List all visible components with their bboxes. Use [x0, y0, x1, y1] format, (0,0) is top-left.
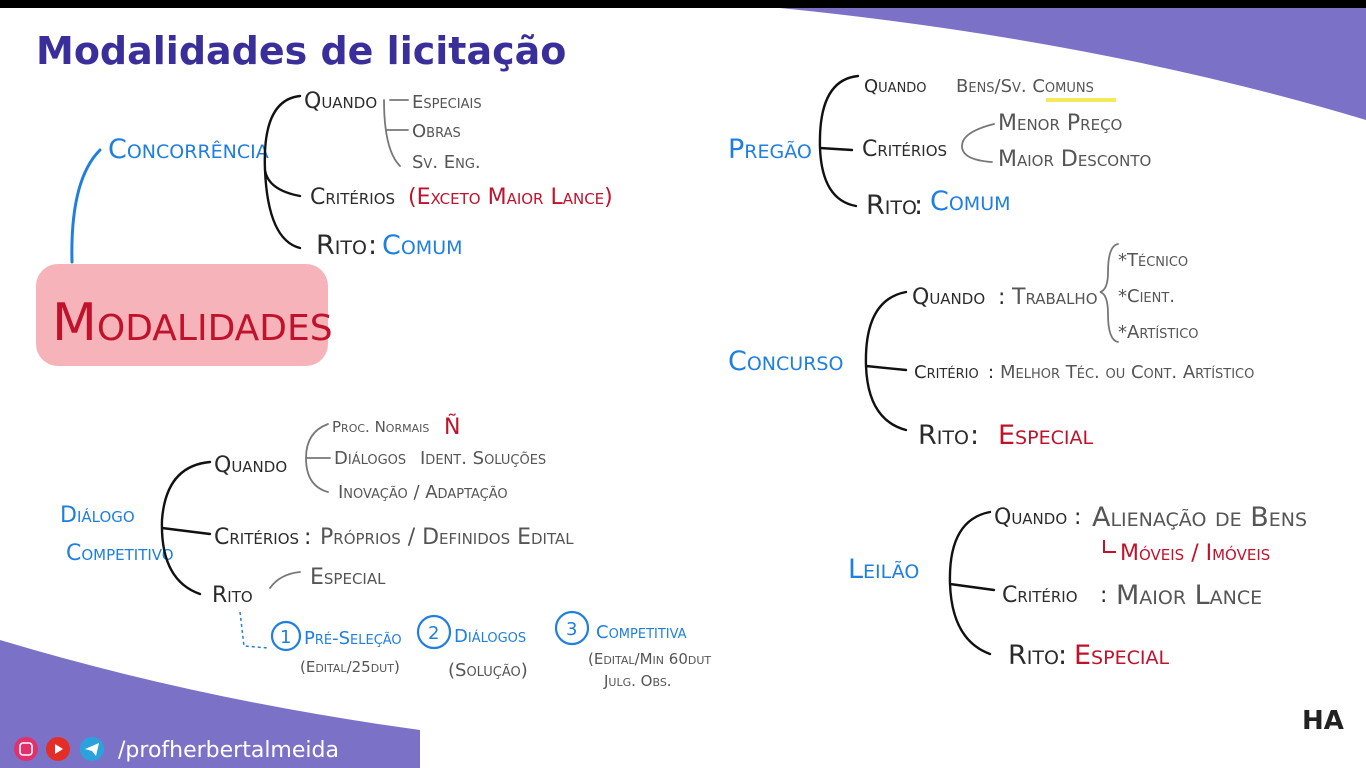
telegram-icon-glyph	[85, 743, 99, 756]
leilao-criterio: Critério	[1002, 583, 1078, 608]
pregao-rito-valor: Comum	[930, 186, 1011, 217]
concurso-quando-item-1: *Técnico	[1118, 250, 1188, 271]
instagram-icon[interactable]	[14, 737, 38, 761]
dialogo-label-line1: Diálogo	[60, 503, 135, 528]
dialogo-brace	[160, 460, 212, 596]
dialogo-label-line2: Competitivo	[66, 541, 174, 566]
concorrencia-brace	[263, 94, 302, 250]
youtube-icon-glyph	[55, 744, 63, 754]
fase-2-label: Diálogos	[454, 626, 526, 647]
fase-2-num: 2	[428, 623, 439, 644]
concurso-criterio: Critério	[914, 362, 979, 383]
page-title: Modalidades de licitação	[36, 29, 566, 73]
pregao-quando: Quando	[864, 76, 927, 97]
concorrencia-quando-branch	[383, 99, 409, 167]
bottom-band	[0, 640, 420, 768]
leilao-quando-valor: Alienação de Bens	[1092, 502, 1307, 533]
dialogo-quando-item-3: Inovação / Adaptação	[338, 482, 508, 503]
dialogo-proc-resultado: Ñ	[444, 413, 460, 440]
leilao-quando-colon: :	[1074, 505, 1081, 530]
concurso-quando: Quando	[912, 285, 985, 310]
dialogo-dialogos-resultado: Ident. Soluções	[420, 448, 546, 469]
connector-center-concorrencia	[70, 148, 102, 264]
concorrencia-rito: Rito	[316, 230, 367, 261]
concurso-quando-brace	[1099, 243, 1119, 343]
fase-3-label: Competitiva	[596, 622, 687, 643]
concorrencia-rito-colon: :	[368, 230, 377, 261]
dialogo-fases-connector	[239, 611, 269, 649]
footer-handle[interactable]: /profherbertalmeida	[118, 738, 339, 763]
concorrencia-criterios-excecao: (Exceto Maior Lance)	[408, 185, 613, 210]
dialogo-quando-item-1: Proc. Normais	[332, 418, 429, 436]
concurso-criterio-valor: Melhor Téc. ou Cont. Artístico	[1000, 362, 1254, 383]
dialogo-rito-valor: Especial	[310, 565, 386, 590]
fase-3-num: 3	[566, 619, 577, 640]
concurso-label: Concurso	[728, 346, 843, 377]
fase-3-circle	[554, 610, 590, 646]
pregao-criterio-item-1: Menor Preço	[998, 111, 1122, 136]
concurso-quando-valor: Trabalho	[1011, 285, 1098, 310]
top-band	[780, 8, 1366, 120]
pregao-rito-colon: :	[914, 190, 923, 221]
leilao-criterio-valor: Maior Lance	[1116, 580, 1262, 611]
pregao-quando-valor: Bens/Sv. Comuns	[956, 76, 1094, 97]
center-label: Modalidades	[52, 293, 333, 353]
concurso-rito: Rito	[918, 420, 969, 451]
dialogo-quando: Quando	[214, 453, 287, 478]
fase-1-num: 1	[280, 627, 291, 648]
concurso-quando-item-3: *Artístico	[1118, 322, 1199, 343]
center-highlight	[36, 264, 328, 366]
concurso-quando-item-2: *Cient.	[1118, 286, 1175, 307]
dialogo-rito-branch	[269, 571, 301, 589]
fase-2-note: (Solução)	[448, 660, 528, 681]
pregao-criterios-branch	[961, 123, 995, 163]
concurso-quando-colon: :	[998, 285, 1005, 310]
leilao-quando: Quando	[994, 505, 1067, 530]
dialogo-criterios-colon: :	[304, 525, 311, 550]
concorrencia-quando-item-1: Especiais	[412, 92, 482, 113]
fase-3-note-2: Julg. Obs.	[603, 672, 672, 690]
fase-1-label: Pré-Seleção	[304, 628, 402, 649]
concorrencia-rito-valor: Comum	[382, 230, 463, 261]
concorrencia-label: Concorrência	[108, 134, 269, 165]
concorrencia-quando-item-2: Obras	[412, 121, 461, 142]
top-black-bar	[0, 0, 1366, 8]
fase-3-note: (Edital/Min 60dut	[588, 650, 711, 668]
pregao-highlight-comuns	[1046, 98, 1116, 102]
concurso-brace	[864, 290, 908, 432]
fase-1-circle	[270, 620, 302, 652]
pregao-rito: Rito	[866, 190, 917, 221]
dialogo-quando-branch	[305, 423, 331, 493]
leilao-label: Leilão	[848, 554, 919, 585]
leilao-rito-colon: :	[1058, 640, 1067, 671]
leilao-rito: Rito	[1008, 640, 1059, 671]
concurso-rito-colon: :	[970, 420, 979, 451]
pregao-brace	[818, 74, 860, 208]
concorrencia-quando: Quando	[304, 89, 377, 114]
dialogo-criterios-valor: Próprios / Definidos Edital	[320, 525, 574, 550]
concurso-criterio-colon: :	[988, 362, 994, 383]
leilao-criterio-colon: :	[1100, 583, 1107, 608]
dialogo-criterios: Critérios	[214, 525, 299, 550]
leilao-sub-arrow	[1103, 540, 1116, 553]
concorrencia-quando-item-3: Sv. Eng.	[412, 152, 481, 173]
dialogo-rito: Rito	[212, 583, 253, 608]
pregao-label: Pregão	[728, 134, 812, 165]
pregao-criterios: Critérios	[862, 137, 947, 162]
instagram-icon-glyph	[19, 742, 33, 756]
pregao-criterio-item-2: Maior Desconto	[998, 147, 1151, 172]
dialogo-quando-item-2: Diálogos	[334, 448, 406, 469]
brand-logo: HA	[1302, 706, 1344, 736]
leilao-rito-valor: Especial	[1074, 640, 1169, 671]
fase-2-circle	[416, 614, 452, 650]
concorrencia-criterios: Critérios	[310, 185, 395, 210]
leilao-brace	[948, 510, 996, 656]
fase-1-note: (Edital/25dut)	[300, 658, 400, 676]
concurso-rito-valor: Especial	[998, 420, 1093, 451]
leilao-sub-valor: Móveis / Imóveis	[1120, 541, 1270, 566]
